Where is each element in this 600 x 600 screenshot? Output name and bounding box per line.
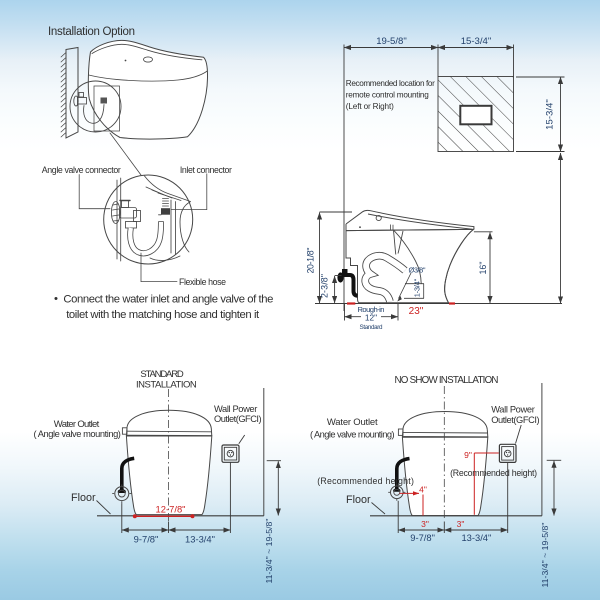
svg-text:9-7/8": 9-7/8": [410, 532, 435, 543]
svg-text:12": 12": [365, 313, 377, 323]
svg-text:13-3/4": 13-3/4": [185, 534, 215, 545]
svg-text:Angle valve connector: Angle valve connector: [42, 165, 121, 175]
svg-text:Ø3/8": Ø3/8": [409, 266, 426, 275]
svg-text:Rough-in: Rough-in: [358, 305, 385, 314]
svg-text:Connect the water inlet and an: Connect the water inlet and angle valve …: [63, 294, 273, 306]
svg-text:Inlet connector: Inlet connector: [180, 165, 232, 175]
svg-text:Water Outlet: Water Outlet: [327, 417, 378, 428]
svg-text:11-3/4" ~ 19-5/8": 11-3/4" ~ 19-5/8": [264, 519, 274, 584]
svg-text:( Angle valve mounting): ( Angle valve mounting): [34, 429, 121, 439]
svg-text:3": 3": [457, 519, 465, 529]
svg-text:9-7/8": 9-7/8": [134, 534, 159, 545]
svg-text:Outlet(GFCI): Outlet(GFCI): [491, 415, 539, 425]
svg-text:(Recommended height): (Recommended height): [317, 476, 414, 486]
svg-text:toilet with the matching hose: toilet with the matching hose and tighte…: [66, 309, 260, 321]
svg-text:Flexible hose: Flexible hose: [179, 277, 226, 287]
svg-text:Wall Power: Wall Power: [491, 405, 535, 415]
svg-text:(Recommended height): (Recommended height): [450, 468, 537, 478]
svg-text:remote control mounting: remote control mounting: [346, 91, 429, 100]
svg-text:NO SHOW INSTALLATION: NO SHOW INSTALLATION: [395, 375, 499, 386]
svg-text:19-5/8": 19-5/8": [376, 36, 407, 47]
svg-text:11-3/4" ~ 19-5/8": 11-3/4" ~ 19-5/8": [540, 523, 550, 588]
svg-text:2-3/8": 2-3/8": [320, 274, 330, 298]
svg-text:13-3/4": 13-3/4": [461, 532, 491, 543]
svg-text:Floor: Floor: [71, 492, 96, 504]
svg-text:15-3/4": 15-3/4": [545, 99, 556, 130]
svg-text:(Left or Right): (Left or Right): [346, 102, 394, 111]
svg-text:3": 3": [421, 519, 429, 529]
svg-text:Recommended location for: Recommended location for: [346, 79, 435, 88]
svg-text:12-7/8": 12-7/8": [156, 504, 186, 515]
svg-text:15-3/4": 15-3/4": [461, 36, 492, 47]
svg-text:4": 4": [419, 485, 427, 495]
svg-text:1-3/4": 1-3/4": [413, 278, 422, 297]
svg-text:Outlet(GFCI): Outlet(GFCI): [214, 414, 262, 424]
svg-text:9": 9": [464, 450, 472, 460]
svg-text:Standard: Standard: [360, 324, 383, 331]
svg-text:16": 16": [478, 262, 488, 275]
svg-text:( Angle valve mounting): ( Angle valve mounting): [310, 430, 395, 440]
svg-text:Floor: Floor: [346, 494, 371, 506]
svg-text:Water Outlet: Water Outlet: [54, 419, 100, 430]
svg-text:STANDARD: STANDARD: [140, 369, 184, 380]
svg-text:•: •: [54, 293, 58, 305]
svg-text:Wall Power: Wall Power: [214, 404, 257, 414]
svg-text:Installation Option: Installation Option: [48, 26, 135, 38]
svg-text:INSTALLATION: INSTALLATION: [136, 379, 197, 390]
svg-text:20-1/8": 20-1/8": [306, 248, 316, 274]
svg-text:23": 23": [409, 306, 424, 317]
